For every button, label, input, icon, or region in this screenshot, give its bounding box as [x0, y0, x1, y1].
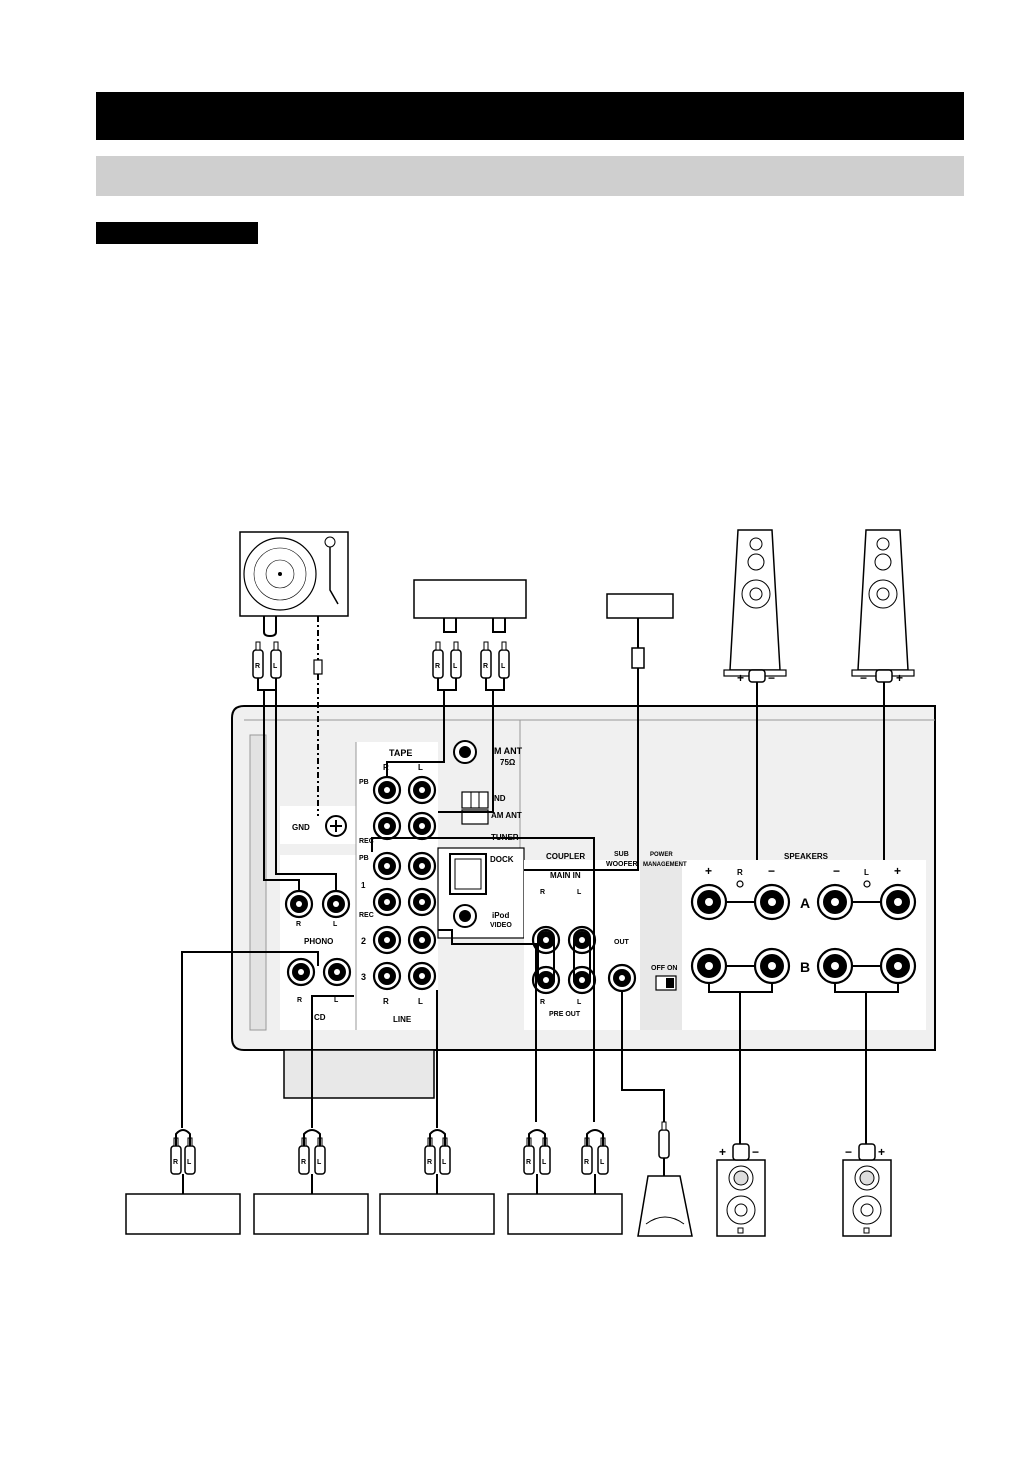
svg-text:R: R	[255, 663, 260, 670]
speaker-terminals: SPEAKERS + R − − L + A B	[690, 852, 917, 985]
svg-text:+: +	[705, 864, 712, 878]
svg-text:iPod: iPod	[492, 911, 509, 920]
svg-text:R: R	[540, 999, 545, 1006]
front-speaker-left: − +	[851, 529, 915, 685]
svg-text:L: L	[333, 921, 338, 928]
svg-text:R: R	[297, 997, 302, 1004]
svg-text:L: L	[418, 997, 423, 1006]
dock-terminal: DOCK iPod VIDEO	[449, 853, 514, 929]
ipod-dock-device	[606, 593, 674, 669]
svg-text:L: L	[273, 663, 278, 670]
svg-text:+: +	[737, 671, 744, 685]
svg-text:L: L	[542, 1159, 547, 1166]
svg-text:L: L	[187, 1159, 192, 1166]
svg-text:75Ω: 75Ω	[500, 758, 516, 767]
svg-text:−: −	[768, 864, 775, 878]
svg-text:COUPLER: COUPLER	[546, 852, 585, 861]
svg-text:+: +	[896, 671, 903, 685]
svg-text:−: −	[768, 671, 775, 685]
svg-text:+: +	[878, 1145, 885, 1159]
tape-deck	[413, 579, 527, 633]
svg-text:PB: PB	[359, 855, 369, 862]
front-speaker-right: + −	[723, 529, 787, 685]
svg-text:R: R	[296, 921, 301, 928]
power-management: POWER MANAGEMENT OFF ON	[643, 852, 687, 991]
top-plugs: R L R L R L	[252, 641, 510, 691]
svg-text:VIDEO: VIDEO	[490, 922, 512, 929]
source-device-2	[253, 1193, 369, 1235]
svg-text:R: R	[173, 1159, 178, 1166]
svg-text:SPEAKERS: SPEAKERS	[784, 852, 829, 861]
svg-text:ND: ND	[494, 794, 506, 803]
svg-text:L: L	[600, 1159, 605, 1166]
svg-text:R: R	[584, 1159, 589, 1166]
svg-text:A: A	[800, 895, 810, 911]
svg-text:B: B	[800, 959, 810, 975]
svg-text:R: R	[301, 1159, 306, 1166]
svg-text:PHONO: PHONO	[304, 937, 333, 946]
svg-text:OUT: OUT	[614, 939, 630, 946]
svg-text:CD: CD	[314, 1013, 326, 1022]
phono-cd-jacks: R L PHONO R L CD	[284, 889, 352, 1022]
svg-text:2: 2	[361, 936, 366, 946]
svg-text:R: R	[427, 1159, 432, 1166]
source-device-4	[507, 1193, 623, 1235]
svg-text:R: R	[383, 997, 389, 1006]
bottom-plugs: R L R L R L R L R L	[170, 1121, 670, 1194]
coupler-section: COUPLER MAIN IN R L R L PRE OUT	[531, 852, 597, 1018]
svg-text:L: L	[418, 763, 423, 772]
svg-text:SUB: SUB	[614, 851, 629, 858]
svg-text:PRE OUT: PRE OUT	[549, 1011, 581, 1018]
svg-text:R: R	[435, 663, 440, 670]
svg-text:+: +	[894, 864, 901, 878]
svg-text:L: L	[317, 1159, 322, 1166]
svg-text:−: −	[833, 864, 840, 878]
svg-text:TAPE: TAPE	[389, 748, 412, 758]
turntable	[239, 531, 349, 638]
svg-text:AM ANT: AM ANT	[491, 811, 522, 820]
svg-text:R: R	[737, 868, 743, 877]
subwoofer-out: SUB WOOFER OUT	[606, 851, 638, 993]
svg-text:WOOFER: WOOFER	[606, 861, 638, 868]
svg-text:−: −	[752, 1145, 759, 1159]
svg-text:L: L	[442, 1159, 447, 1166]
cables	[181, 616, 899, 1144]
svg-text:−: −	[845, 1145, 852, 1159]
svg-text:GND: GND	[292, 823, 310, 832]
svg-text:R: R	[540, 889, 545, 896]
svg-text:REC: REC	[359, 912, 374, 919]
svg-text:REC: REC	[359, 838, 374, 845]
svg-text:+: +	[719, 1145, 726, 1159]
svg-text:LINE: LINE	[393, 1015, 412, 1024]
svg-text:PB: PB	[359, 779, 369, 786]
svg-text:L: L	[501, 663, 506, 670]
subsection-title-bar	[96, 156, 964, 196]
source-device-3	[379, 1193, 495, 1235]
section-title-bar	[96, 92, 964, 140]
source-device-1	[125, 1193, 241, 1235]
svg-text:3: 3	[361, 972, 366, 982]
svg-text:1: 1	[361, 881, 366, 890]
svg-text:R: R	[526, 1159, 531, 1166]
svg-text:L: L	[334, 997, 339, 1004]
svg-text:MAIN IN: MAIN IN	[550, 871, 581, 880]
svg-text:L: L	[864, 868, 869, 877]
svg-text:DOCK: DOCK	[490, 855, 514, 864]
rear-speaker-right: + −	[716, 1143, 766, 1237]
svg-text:L: L	[577, 999, 582, 1006]
gnd-terminal: GND	[292, 815, 347, 837]
subwoofer	[637, 1175, 693, 1237]
svg-text:M ANT: M ANT	[494, 746, 523, 756]
svg-text:OFF ON: OFF ON	[651, 965, 677, 972]
rear-speaker-left: − +	[842, 1143, 892, 1237]
svg-text:L: L	[453, 663, 458, 670]
svg-text:−: −	[860, 671, 867, 685]
svg-text:L: L	[577, 889, 582, 896]
svg-text:MANAGEMENT: MANAGEMENT	[643, 862, 687, 868]
svg-text:R: R	[483, 663, 488, 670]
heading-tab	[96, 222, 258, 244]
svg-text:POWER: POWER	[650, 852, 673, 858]
